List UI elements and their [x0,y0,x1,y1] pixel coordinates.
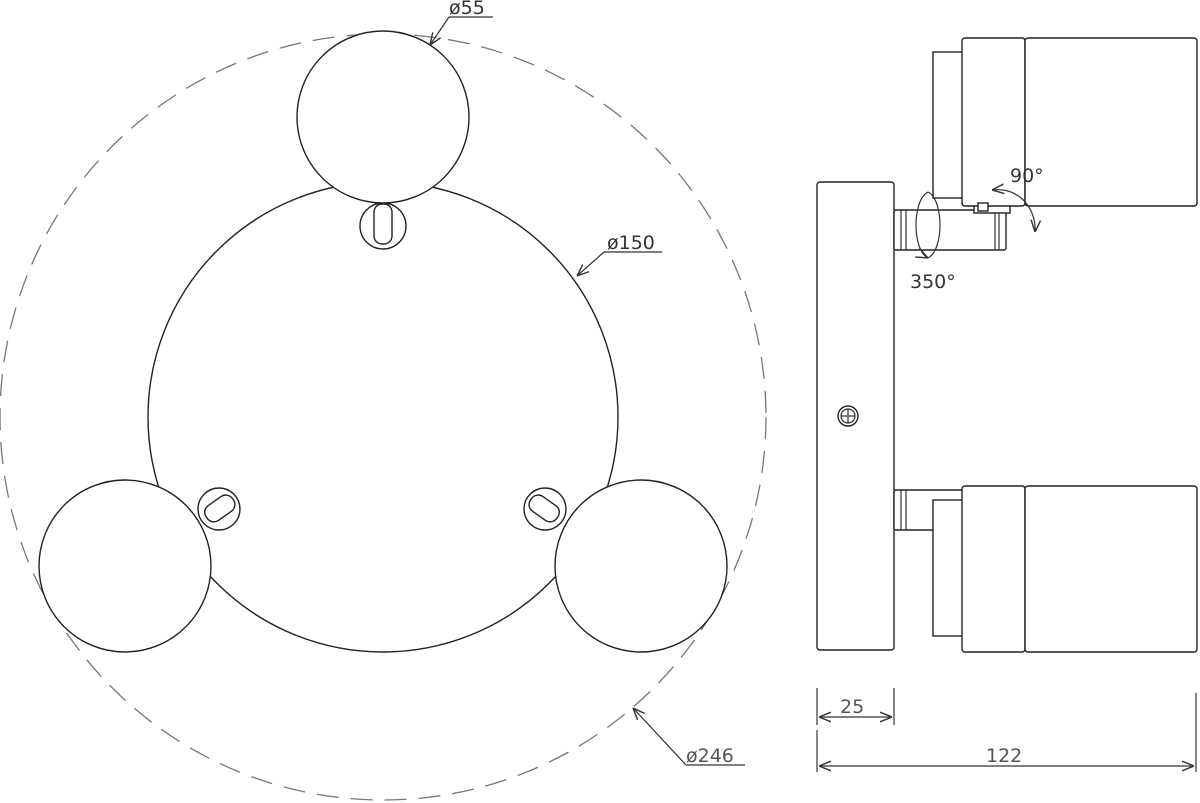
spot-head-left [38,479,212,653]
outer-diameter-label: ø246 [686,745,734,767]
rotation-arc-350 [916,191,941,258]
spot-head-top [296,30,470,204]
lower-spot-assembly [893,485,1198,653]
swivel-knob-right [523,487,567,531]
tilt-arc-90 [992,190,1035,232]
total-depth-label: 122 [986,745,1022,767]
dimension-total-depth: 122 [816,693,1197,772]
spot-diameter-label: ø55 [449,0,485,19]
base-depth-label: 25 [840,696,864,718]
dimension-base-diameter: ø150 [577,232,662,276]
base-diameter-label: ø150 [607,232,655,254]
front-view: ø55 ø150 ø246 [0,0,767,801]
base-plate-circle [147,181,619,653]
swivel-knob-top [359,202,407,250]
swivel-knob-left [197,487,241,531]
dimension-spot-diameter: ø55 [430,0,493,45]
upper-spot-assembly [893,37,1198,251]
spot-head-right [554,479,728,653]
dimension-base-depth: 25 [816,688,895,725]
side-view: 90° 350° 25 122 [816,37,1198,772]
dimension-outer-diameter: ø246 [633,708,745,767]
tilt-angle-label: 90° [1010,165,1044,187]
rotation-angle-label: 350° [910,271,956,293]
mounting-screw-icon [837,405,859,427]
